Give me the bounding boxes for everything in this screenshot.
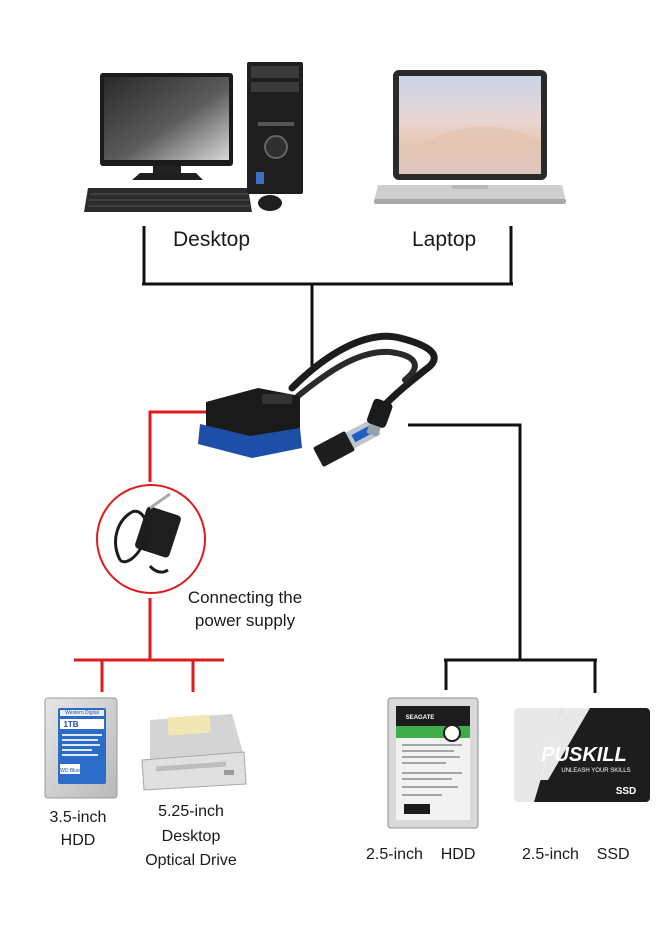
- optical-label-line2: Desktop: [161, 828, 221, 845]
- hdd35-label-line2: HDD: [60, 832, 96, 849]
- power-supply-label-line1: Connecting the: [187, 588, 303, 607]
- power-connection-lines: [74, 410, 224, 692]
- desktop-label: Desktop: [173, 228, 251, 251]
- ssd-type-text: SSD: [616, 786, 637, 797]
- optical-label-line1: 5.25-inch: [158, 803, 224, 820]
- laptop-label: Laptop: [412, 228, 477, 251]
- hdd25-label: 2.5-inch HDD: [366, 846, 476, 863]
- power-supply-label-line2: power supply: [194, 611, 296, 630]
- ssd-2-5-inch-icon: PUSKILL UNLEASH YOUR SKILLS SSD: [514, 708, 650, 802]
- hdd35-capacity-text: 1TB: [63, 720, 78, 729]
- ssd-tagline-text: UNLEASH YOUR SKILLS: [561, 768, 630, 774]
- optical-drive-icon: [141, 714, 247, 791]
- hdd25-brand-text: SEAGATE: [406, 715, 435, 721]
- hdd35-brand-text: Western Digital: [65, 710, 99, 716]
- ssd25-label: 2.5-inch SSD: [522, 846, 630, 863]
- hdd-2-5-inch-icon: [387, 697, 479, 829]
- ssd-brand-text: PUSKILL: [541, 744, 627, 766]
- desktop-computer-icon: [84, 62, 303, 212]
- hdd35-model-text: WD Blue: [60, 768, 80, 774]
- optical-label-line3: Optical Drive: [145, 852, 237, 869]
- hdd-3-5-inch-icon: [44, 697, 118, 799]
- hdd35-label-line1: 3.5-inch: [49, 809, 107, 826]
- power-adapter-icon: [96, 484, 206, 594]
- data-connection-lines: [142, 226, 597, 693]
- usb-to-sata-adapter-icon: [198, 332, 438, 467]
- laptop-icon: [374, 70, 566, 204]
